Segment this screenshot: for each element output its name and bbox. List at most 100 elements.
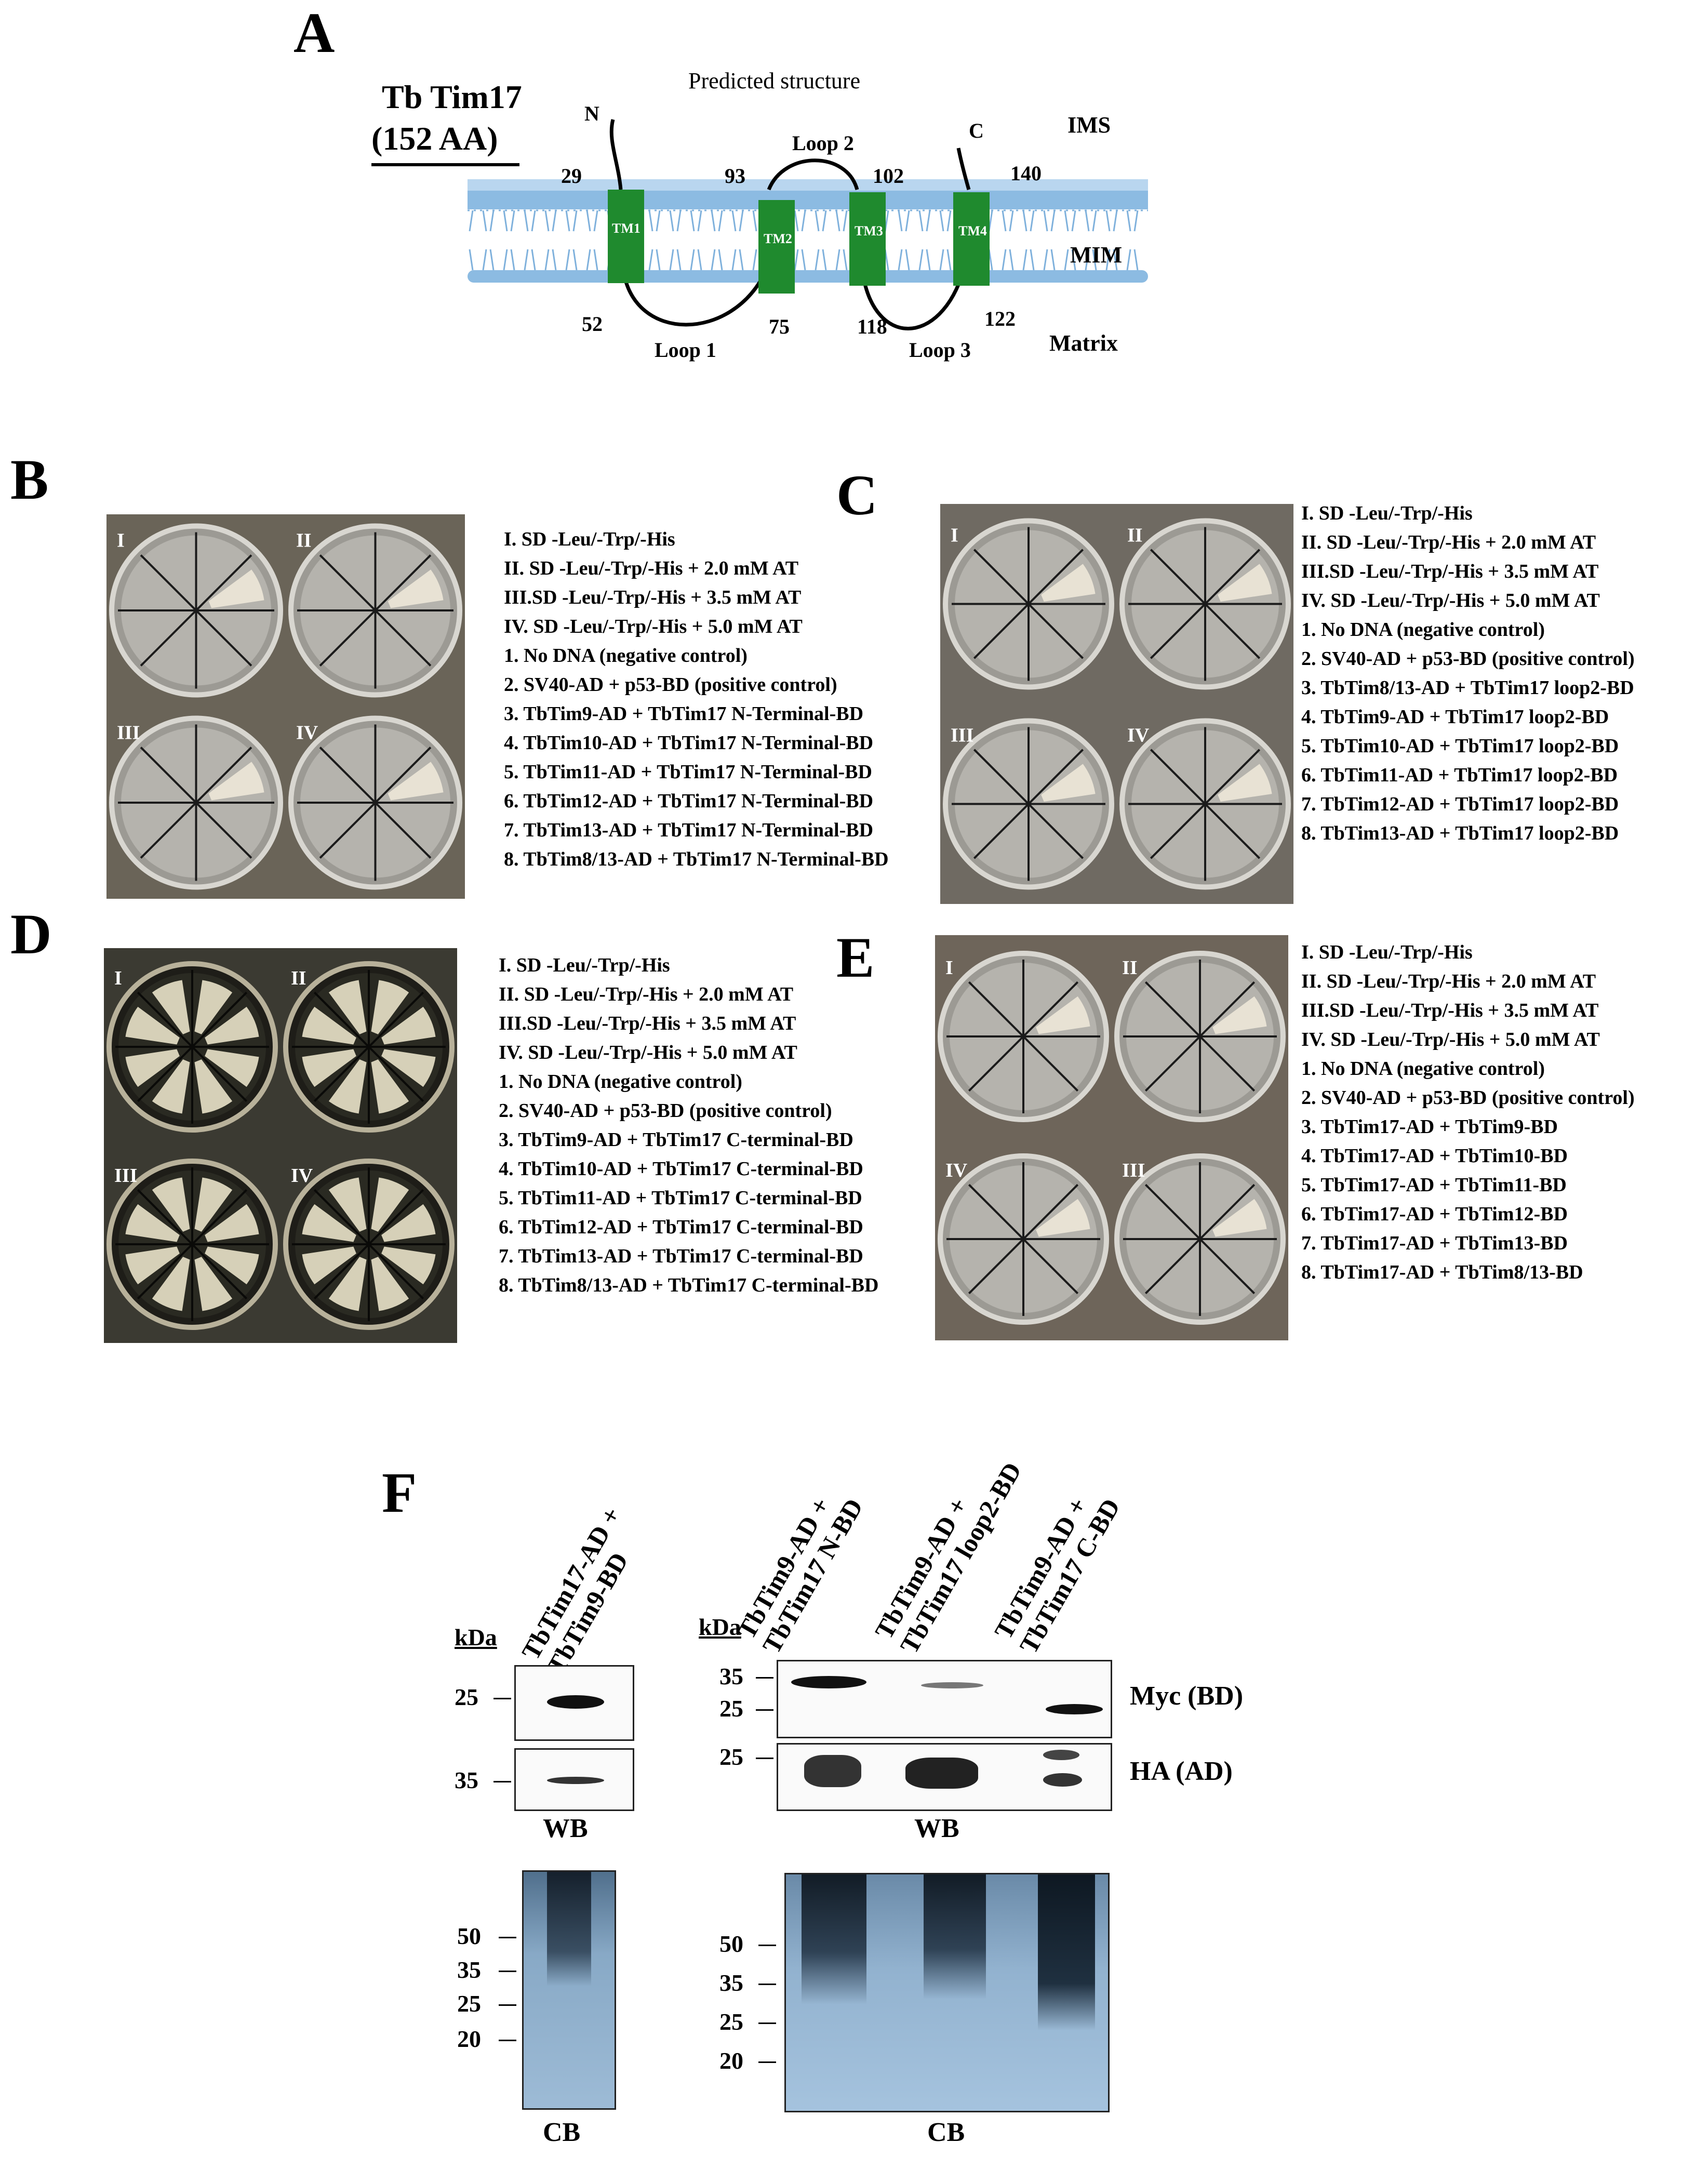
legend-line: 7. TbTim13-AD + TbTim17 C-terminal-BD bbox=[499, 1245, 863, 1267]
legend-line: II. SD -Leu/-Trp/-His + 2.0 mM AT bbox=[1301, 970, 1596, 992]
f-left-marker-25: 25 bbox=[455, 1684, 478, 1710]
legend-line: II. SD -Leu/-Trp/-His + 2.0 mM AT bbox=[499, 983, 794, 1005]
residue-52: 52 bbox=[582, 312, 603, 336]
panel-b-letter: B bbox=[10, 448, 49, 511]
legend-line: III.SD -Leu/-Trp/-His + 3.5 mM AT bbox=[1301, 1000, 1599, 1021]
f-right-cb-20: 20 bbox=[719, 2047, 743, 2074]
legend-line: 8. TbTim8/13-AD + TbTim17 N-Terminal-BD bbox=[504, 848, 889, 870]
f-left-cb-50: 50 bbox=[457, 1923, 481, 1949]
tick bbox=[756, 1709, 773, 1711]
legend-line: III.SD -Leu/-Trp/-His + 3.5 mM AT bbox=[504, 587, 802, 608]
petri-plate bbox=[109, 523, 283, 698]
f-left-lane-label: TbTim17-AD + TbTim9-BD bbox=[516, 1502, 652, 1679]
legend-line: 7. TbTim17-AD + TbTim13-BD bbox=[1301, 1232, 1568, 1254]
legend-line: I. SD -Leu/-Trp/-His bbox=[504, 528, 675, 550]
legend-line: 4. TbTim10-AD + TbTim17 C-terminal-BD bbox=[499, 1158, 863, 1180]
plate-label: I bbox=[117, 530, 125, 552]
f-right-marker-25b: 25 bbox=[719, 1744, 743, 1770]
tick bbox=[758, 2022, 776, 2024]
plate-label: IV bbox=[945, 1160, 968, 1181]
plate-label: III bbox=[114, 1165, 137, 1187]
tm1-helix bbox=[608, 190, 644, 283]
legend-line: 1. No DNA (negative control) bbox=[1301, 1058, 1545, 1080]
legend-line: 3. TbTim17-AD + TbTim9-BD bbox=[1301, 1116, 1558, 1138]
petri-plate bbox=[109, 715, 283, 890]
f-left-cb-25: 25 bbox=[457, 1990, 481, 2017]
f-myc-label: Myc (BD) bbox=[1130, 1681, 1244, 1711]
legend-line: I. SD -Leu/-Trp/-His bbox=[1301, 502, 1473, 524]
petri-plate bbox=[938, 1153, 1109, 1325]
legend-line: 6. TbTim17-AD + TbTim12-BD bbox=[1301, 1203, 1568, 1225]
f-right-lane-3-label: TbTim9-AD + TbTim17 C-BD bbox=[989, 1479, 1126, 1658]
n-terminus-label: N bbox=[584, 102, 599, 125]
f-right-kda: kDa bbox=[699, 1614, 741, 1640]
f-left-kda: kDa bbox=[455, 1624, 497, 1651]
tick bbox=[499, 2004, 516, 2006]
petri-plate bbox=[1114, 1153, 1286, 1325]
f-right-cb-25: 25 bbox=[719, 2008, 743, 2035]
legend-line: 1. No DNA (negative control) bbox=[499, 1071, 742, 1093]
tick bbox=[758, 2061, 776, 2063]
tm1-label: TM1 bbox=[612, 221, 640, 236]
legend-line: 4. TbTim9-AD + TbTim17 loop2-BD bbox=[1301, 706, 1609, 728]
membrane-bilayer bbox=[468, 179, 1148, 283]
f-right-blot-ha bbox=[777, 1743, 1112, 1811]
f-right-marker-35: 35 bbox=[719, 1663, 743, 1689]
residue-29: 29 bbox=[561, 164, 582, 188]
tm2-label: TM2 bbox=[764, 231, 792, 246]
legend-line: 7. TbTim13-AD + TbTim17 N-Terminal-BD bbox=[504, 819, 874, 841]
f-right-cb-35: 35 bbox=[719, 1970, 743, 1996]
legend-line: 6. TbTim12-AD + TbTim17 N-Terminal-BD bbox=[504, 790, 874, 812]
legend-line: 4. TbTim10-AD + TbTim17 N-Terminal-BD bbox=[504, 732, 874, 754]
tm4-label: TM4 bbox=[958, 223, 987, 238]
legend-line: I. SD -Leu/-Trp/-His bbox=[1301, 941, 1473, 963]
loop3-label: Loop 3 bbox=[909, 338, 971, 362]
legend-line: 5. TbTim17-AD + TbTim11-BD bbox=[1301, 1174, 1567, 1196]
band bbox=[1046, 1704, 1103, 1714]
plate-label: I bbox=[951, 525, 958, 547]
f-right-cb: CB bbox=[927, 2118, 965, 2147]
petri-plate bbox=[1119, 718, 1291, 890]
legend-line: 3. TbTim9-AD + TbTim17 N-Terminal-BD bbox=[504, 703, 864, 725]
plate-label: II bbox=[1122, 957, 1138, 979]
petri-plate bbox=[283, 961, 455, 1133]
band bbox=[921, 1682, 983, 1688]
f-right-blot-myc bbox=[777, 1660, 1112, 1738]
panel-d-letter: D bbox=[10, 902, 52, 966]
tick bbox=[758, 1984, 776, 1985]
plate-label: I bbox=[945, 957, 953, 979]
petri-plate bbox=[288, 715, 462, 890]
loop1-label: Loop 1 bbox=[655, 338, 716, 362]
f-left-cb: CB bbox=[543, 2118, 581, 2147]
legend-line: 4. TbTim17-AD + TbTim10-BD bbox=[1301, 1145, 1568, 1167]
topology-diagram bbox=[462, 99, 1148, 390]
petri-plate bbox=[288, 523, 462, 698]
petri-plate bbox=[943, 718, 1114, 890]
petri-plate bbox=[1119, 518, 1291, 690]
plate-label: IV bbox=[296, 722, 318, 744]
f-right-marker-25a: 25 bbox=[719, 1695, 743, 1722]
legend-line: 3. TbTim8/13-AD + TbTim17 loop2-BD bbox=[1301, 677, 1634, 699]
f-left-blot-myc bbox=[514, 1665, 634, 1741]
legend-line: 2. SV40-AD + p53-BD (positive control) bbox=[499, 1100, 832, 1122]
legend-line: 1. No DNA (negative control) bbox=[504, 645, 748, 667]
legend-line: 2. SV40-AD + p53-BD (positive control) bbox=[504, 674, 837, 696]
structure-title: Predicted structure bbox=[688, 68, 861, 94]
tick bbox=[499, 1937, 516, 1938]
f-left-cb-gel bbox=[522, 1870, 616, 2110]
petri-plate bbox=[283, 1159, 455, 1330]
tick bbox=[493, 1698, 511, 1699]
legend-line: IV. SD -Leu/-Trp/-His + 5.0 mM AT bbox=[1301, 590, 1600, 611]
tm2-helix bbox=[758, 200, 795, 294]
petri-plate bbox=[106, 1159, 278, 1330]
legend-line: II. SD -Leu/-Trp/-His + 2.0 mM AT bbox=[504, 557, 799, 579]
f-left-wb: WB bbox=[543, 1814, 588, 1843]
plate-label: IV bbox=[1127, 725, 1150, 747]
tm3-helix bbox=[849, 192, 886, 286]
matrix-label: Matrix bbox=[1049, 330, 1118, 356]
